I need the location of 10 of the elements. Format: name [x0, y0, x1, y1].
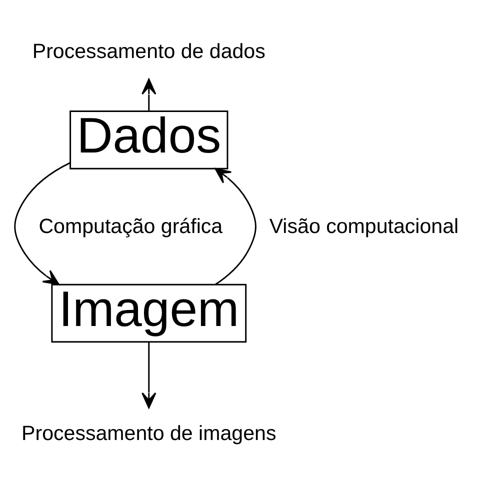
arrow: [141, 342, 156, 408]
edge-label: Computação gráfica: [38, 214, 222, 238]
node-text: Processamento de imagens: [21, 421, 276, 444]
edge-label: Visão computacional: [268, 214, 458, 238]
node-box: Dados: [69, 110, 228, 169]
node-text: Processamento de dados: [32, 39, 265, 62]
arrow: [14, 162, 70, 285]
node-box: Imagem: [50, 283, 246, 342]
arrow: [214, 167, 256, 285]
arrow: [141, 78, 156, 110]
